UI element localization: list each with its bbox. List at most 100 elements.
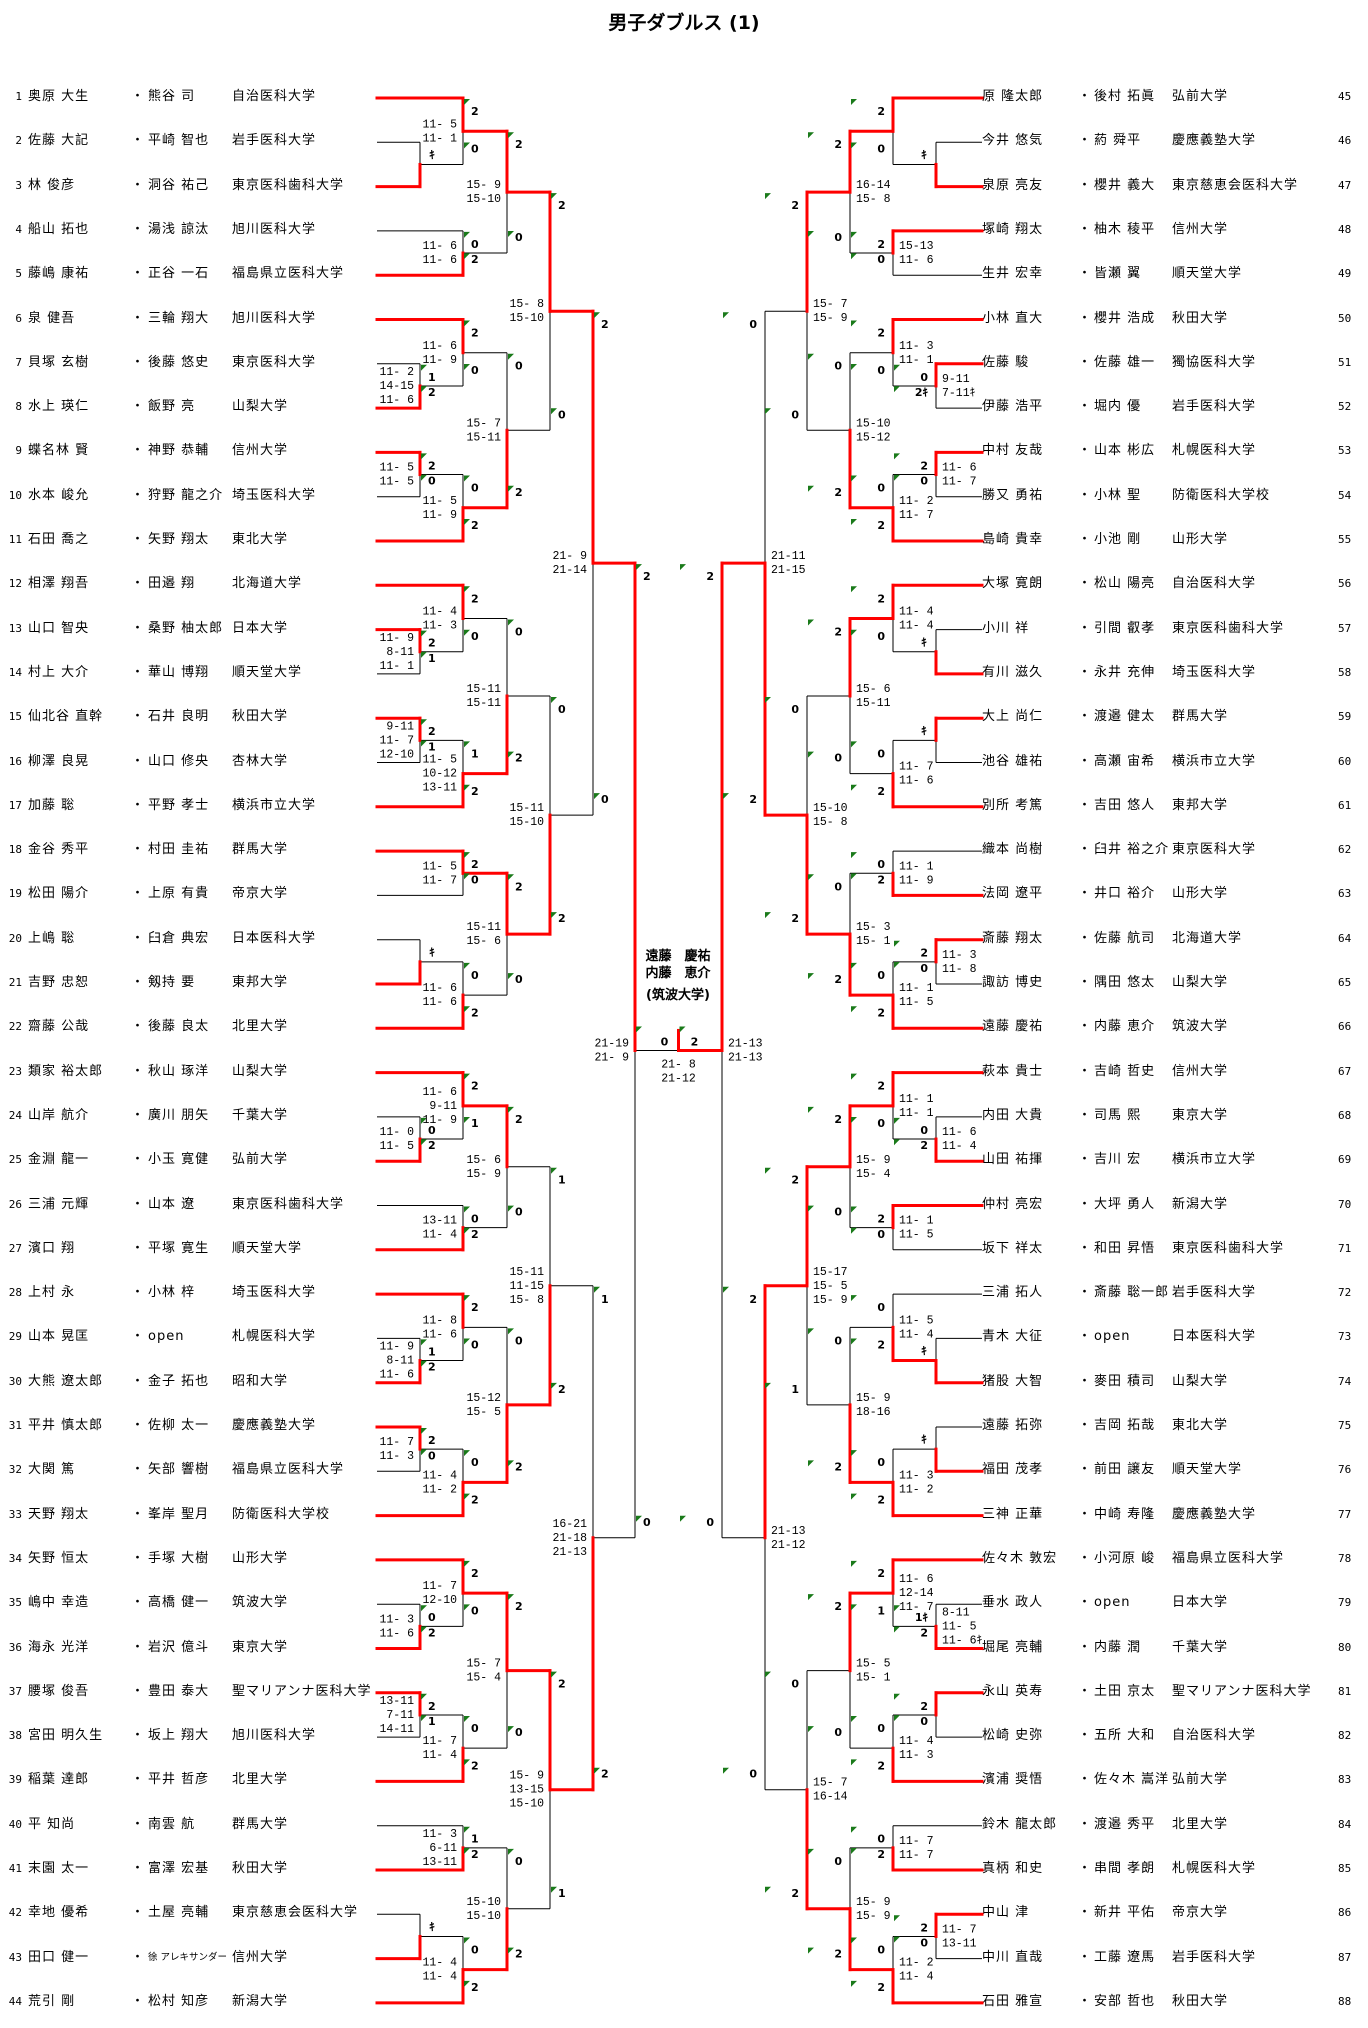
game-score: 15- 7 [813, 298, 848, 311]
game-score: 15- 1 [856, 1672, 891, 1685]
game-score: 11- 5 [379, 476, 414, 489]
university-name: 慶應義塾大学 [1172, 1506, 1257, 1522]
player-1-name: 勝又 勇祐 [982, 487, 1044, 503]
game-score: 15-11 [509, 802, 544, 815]
games-won: 2 [834, 1948, 842, 1961]
games-won: 0 [834, 231, 842, 244]
result-marker-icon [851, 741, 857, 748]
result-marker-icon [851, 852, 857, 859]
player-1-name: 生井 宏幸 [982, 266, 1044, 282]
walkover-mark: ｷ [429, 148, 435, 161]
university-name: 群馬大学 [1172, 709, 1229, 725]
game-score: 11- 4 [899, 1735, 934, 1748]
university-name: 東京医科歯科大学 [1172, 620, 1285, 636]
university-name: 旭川医科大学 [232, 1728, 317, 1744]
result-marker-icon [636, 1515, 642, 1522]
player-2-name: 南雲 航 [148, 1816, 196, 1832]
team-number: 75 [1338, 1419, 1352, 1432]
result-marker-icon [464, 519, 470, 525]
game-score: 13-11 [942, 1937, 977, 1950]
team-number: 24 [8, 1108, 22, 1122]
result-marker-icon [808, 751, 814, 758]
player-1-name: 濱口 翔 [28, 1240, 76, 1256]
result-marker-icon [421, 651, 427, 658]
result-marker-icon [851, 873, 857, 880]
game-score: 21-18 [552, 1532, 587, 1545]
university-name: 福島県立医科大学 [232, 1462, 345, 1478]
games-won: 2 [791, 1174, 799, 1187]
result-marker-icon [421, 719, 427, 726]
games-won: 2 [471, 1228, 479, 1241]
player-1-name: 奥原 大生 [28, 89, 90, 104]
player-1-name: 佐藤 駿 [982, 354, 1030, 370]
result-marker-icon [808, 1460, 814, 1467]
game-score: 7-11ｷ [942, 387, 976, 400]
game-score: 15- 9 [856, 1910, 891, 1923]
player-1-name: 村上 大介 [28, 664, 90, 680]
player-2-name: 後藤 良太 [148, 1019, 210, 1035]
game-score: 15- 6 [466, 935, 501, 948]
player-1-name: 真柄 和史 [982, 1861, 1044, 1876]
game-score: 15- 1 [856, 935, 891, 948]
games-won: 0 [877, 858, 885, 871]
result-marker-icon [851, 253, 857, 260]
game-score: 15-10 [466, 1896, 501, 1909]
games-won: 2 [558, 199, 566, 212]
player-2-name: 内藤 潤 [1094, 1639, 1142, 1655]
games-won: 0 [920, 475, 928, 488]
result-marker-icon [894, 386, 900, 393]
player-2-name: 三輪 翔大 [148, 310, 210, 326]
player-2-name: 華山 博翔 [148, 664, 210, 680]
player-2-name: 剱持 要 [148, 975, 196, 990]
game-score: 9-11 [386, 720, 414, 733]
result-marker-icon [808, 1594, 814, 1601]
university-name: 山梨大学 [232, 1063, 289, 1079]
player-1-name: 原 隆太郎 [982, 89, 1044, 104]
name-separator: ・ [131, 930, 145, 946]
player-1-name: 三神 正華 [982, 1506, 1044, 1522]
game-score: 11- 5 [422, 495, 457, 508]
walkover-mark: ｷ [921, 1433, 927, 1446]
games-won: 0 [834, 1855, 842, 1868]
game-score: 11- 6 [379, 394, 414, 407]
university-name: 慶應義塾大学 [1172, 133, 1257, 149]
team-number: 28 [8, 1286, 22, 1300]
team-number: 63 [1338, 887, 1352, 901]
player-1-name: 山田 祐揮 [982, 1152, 1044, 1168]
game-score: 15- 4 [466, 1672, 501, 1685]
games-won: 0 [877, 1301, 885, 1314]
team-number: 45 [1338, 90, 1352, 103]
games-won: 2 [834, 626, 842, 639]
result-marker-icon [851, 231, 857, 238]
games-won: 2 [877, 238, 885, 251]
game-score: 15- 9 [466, 1168, 501, 1181]
games-won: 0 [877, 482, 885, 495]
result-marker-icon [851, 320, 857, 327]
name-separator: ・ [1078, 709, 1092, 725]
name-separator: ・ [1078, 1949, 1092, 1965]
games-won: 2 [428, 637, 436, 650]
games-won: 2 [558, 1383, 566, 1396]
game-score: 11- 1 [422, 132, 457, 145]
team-number: 16 [8, 754, 22, 768]
result-marker-icon [851, 99, 857, 105]
university-name: 帝京大学 [1172, 1905, 1229, 1921]
team-number: 64 [1338, 931, 1352, 945]
game-score: 13-11 [422, 782, 457, 795]
